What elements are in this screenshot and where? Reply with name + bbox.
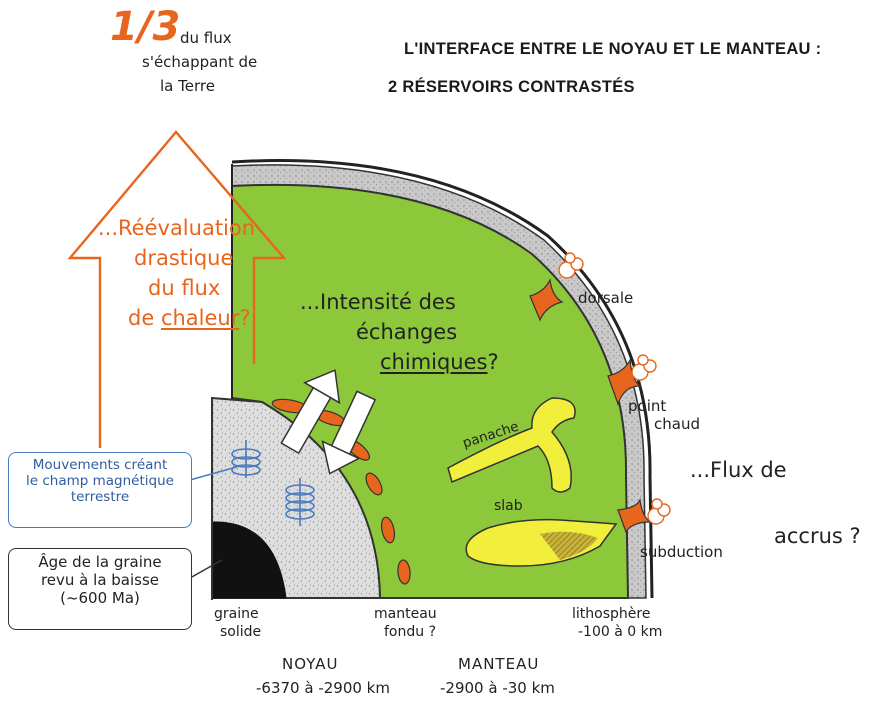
magnetic-callout-line-3: terrestre (70, 489, 130, 506)
arrow-question-line-1: ...Réévaluation (98, 216, 256, 240)
graine-age-line-2: revu à la baisse (40, 571, 160, 589)
chem-question-line-2: échanges (356, 320, 458, 344)
magnetic-callout-box: Mouvements créant le champ magnétique te… (8, 452, 192, 528)
arrow-question-line-3: du flux (148, 276, 221, 300)
label-point-chaud-2: chaud (654, 415, 700, 433)
inner-core-region (211, 521, 287, 599)
label-lithosphere-1: lithosphère (572, 606, 651, 622)
label-manteau-fondu-1: manteau (374, 606, 437, 622)
arrow-question-prefix: de (128, 306, 161, 330)
slab-hatched-tip (540, 531, 598, 560)
arrow-question-suffix: ? (239, 306, 251, 330)
magnetic-callout-line-2: le champ magnétique (26, 473, 174, 490)
matter-question-line-1: ...Flux de (690, 458, 787, 482)
exchange-arrow-down (321, 390, 377, 475)
graine-age-line-1: Âge de la graine (38, 553, 162, 571)
label-point-chaud-1: point (628, 397, 667, 415)
flux-note-line-1: du flux (180, 29, 232, 47)
label-lithosphere-2: -100 à 0 km (578, 624, 663, 640)
mantle-plume (447, 397, 576, 493)
melt-patch (380, 516, 396, 544)
label-subduction: subduction (640, 543, 723, 561)
crust-outline (231, 159, 654, 599)
chem-question-line-3: chimiques? (380, 350, 499, 374)
label-slab: slab (494, 498, 523, 514)
chem-question-suffix: ? (487, 350, 499, 374)
label-graine-1: graine (214, 606, 259, 622)
layer-noyau-name: NOYAU (282, 655, 339, 673)
magnetic-callout-pointer (189, 465, 241, 481)
chem-question-keyword: chimiques (380, 350, 488, 374)
layer-manteau-range: -2900 à -30 km (440, 679, 555, 697)
flux-note-line-3: la Terre (160, 77, 215, 95)
age-callout-pointer (189, 559, 223, 579)
arrow-question-keyword: chaleur (160, 306, 240, 330)
label-graine-2: solide (220, 624, 262, 640)
eruption-puff (631, 354, 657, 381)
flux-note-line-2: s'échappant de (142, 53, 258, 71)
layer-noyau-range: -6370 à -2900 km (256, 679, 390, 697)
ridge-feature (529, 277, 564, 322)
arrow-question-line-4: de chaleur? (128, 306, 251, 330)
layer-manteau-name: MANTEAU (458, 655, 540, 673)
matter-question-line-3: accrus ? (774, 524, 861, 548)
chem-question-line-1: ...Intensité des (300, 290, 456, 314)
magnetic-spiral (231, 440, 261, 478)
melt-patch (365, 472, 383, 496)
title-line-2: 2 RÉSERVOIRS CONTRASTÉS (388, 78, 635, 96)
exchange-arrow-up (280, 369, 341, 455)
melt-patch (397, 559, 411, 585)
subducting-slab (465, 518, 618, 567)
subduction-feature (617, 497, 652, 534)
title-line-1: L'INTERFACE ENTRE LE NOYAU ET LE MANTEAU… (404, 40, 822, 58)
magnetic-spiral (285, 478, 315, 526)
graine-age-line-3: (~600 Ma) (60, 589, 140, 607)
heat-flux-arrow (67, 130, 287, 442)
eruption-puff (558, 252, 584, 279)
eruption-puff (647, 498, 671, 525)
magnetic-callout-line-1: Mouvements créant (32, 457, 168, 473)
label-manteau-fondu-2: fondu ? (384, 624, 437, 640)
arrow-question-line-2: drastique (134, 246, 234, 270)
label-dorsale: dorsale (578, 289, 634, 307)
graine-age-callout-box: Âge de la graine revu à la baisse (~600 … (8, 548, 192, 630)
flux-fraction: 1/3 (110, 4, 181, 50)
